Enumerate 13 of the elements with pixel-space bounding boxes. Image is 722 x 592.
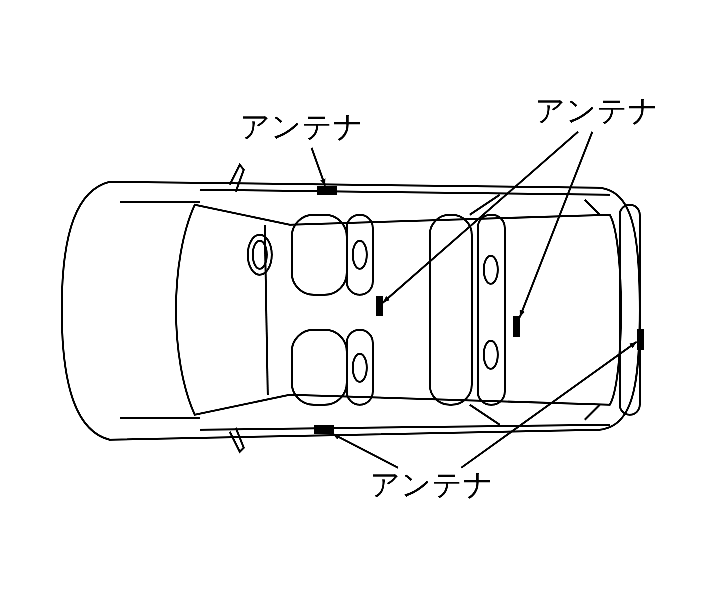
antenna-label: アンテナ: [370, 468, 494, 504]
antenna-mark: [637, 329, 644, 350]
arrow: [519, 132, 594, 318]
antenna-label: アンテナ: [240, 110, 364, 146]
arrow: [332, 433, 399, 469]
antenna-mark: [317, 186, 337, 195]
arrow: [460, 341, 638, 469]
arrow: [310, 148, 326, 186]
antenna-mark: [376, 296, 383, 316]
antenna-label: アンテナ: [535, 94, 659, 130]
antenna-mark: [513, 316, 520, 337]
arrow: [382, 131, 579, 304]
antenna-mark: [314, 425, 334, 434]
